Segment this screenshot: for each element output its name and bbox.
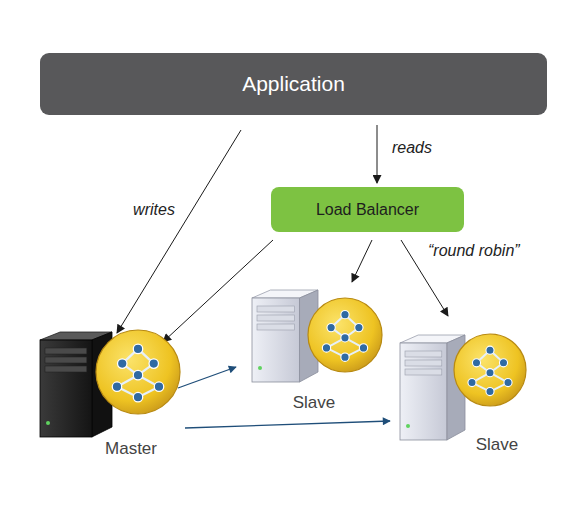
graph-node	[486, 369, 494, 377]
badge-circle	[308, 298, 382, 372]
graph-node	[322, 344, 330, 352]
master-server: Master	[38, 322, 188, 467]
graph-node	[112, 382, 121, 391]
graph-badge	[96, 330, 180, 414]
badge-circle	[454, 334, 526, 406]
edge-label: writes	[133, 201, 175, 219]
graph-node	[327, 323, 335, 331]
graph-node	[486, 346, 494, 354]
node-title: Application	[242, 72, 345, 96]
load-balancer-box: Load Balancer	[271, 187, 464, 232]
graph-node	[149, 359, 158, 368]
power-light	[406, 424, 410, 428]
server-label: Master	[91, 439, 171, 459]
graph-node	[341, 310, 349, 318]
graph-node	[504, 379, 512, 387]
graph-node	[133, 392, 142, 401]
edge-label: reads	[392, 139, 432, 157]
request-arrow	[117, 130, 241, 333]
drive-bay	[405, 360, 442, 366]
drive-bay	[45, 366, 87, 372]
request-arrow	[377, 125, 378, 183]
drive-bay	[257, 315, 295, 321]
replication-arrow	[185, 421, 390, 428]
server-tower	[400, 335, 465, 440]
graph-badge	[308, 298, 382, 372]
drive-bay	[257, 324, 295, 330]
power-light	[46, 421, 50, 425]
drive-bay	[405, 369, 442, 375]
graph-node	[133, 344, 142, 353]
graph-node	[133, 370, 142, 379]
server-label: Slave	[457, 435, 537, 455]
server-label: Slave	[274, 393, 354, 413]
graph-node	[472, 359, 480, 367]
graph-node	[468, 379, 476, 387]
drive-bay	[405, 351, 442, 357]
power-light	[258, 366, 262, 370]
tower-front	[400, 343, 447, 440]
graph-node	[355, 323, 363, 331]
graph-badge	[454, 334, 526, 406]
replication-arrow	[178, 367, 236, 388]
drive-bay	[257, 306, 295, 312]
drive-bay	[45, 357, 87, 363]
drive-bay	[45, 348, 87, 354]
badge-circle	[96, 330, 180, 414]
slave-server: Slave	[248, 288, 383, 416]
request-arrow	[352, 240, 372, 282]
graph-node	[486, 388, 494, 396]
slave-server: Slave	[398, 318, 518, 460]
tower-front	[252, 298, 300, 382]
graph-node	[118, 359, 127, 368]
node-title: Load Balancer	[316, 201, 419, 219]
annotation: “round robin”	[428, 242, 520, 260]
graph-node	[341, 353, 349, 361]
graph-node	[341, 334, 349, 342]
graph-node	[359, 344, 367, 352]
tower-front	[40, 340, 92, 437]
graph-node	[154, 382, 163, 391]
application-bar: Application	[40, 53, 547, 115]
graph-node	[499, 359, 507, 367]
